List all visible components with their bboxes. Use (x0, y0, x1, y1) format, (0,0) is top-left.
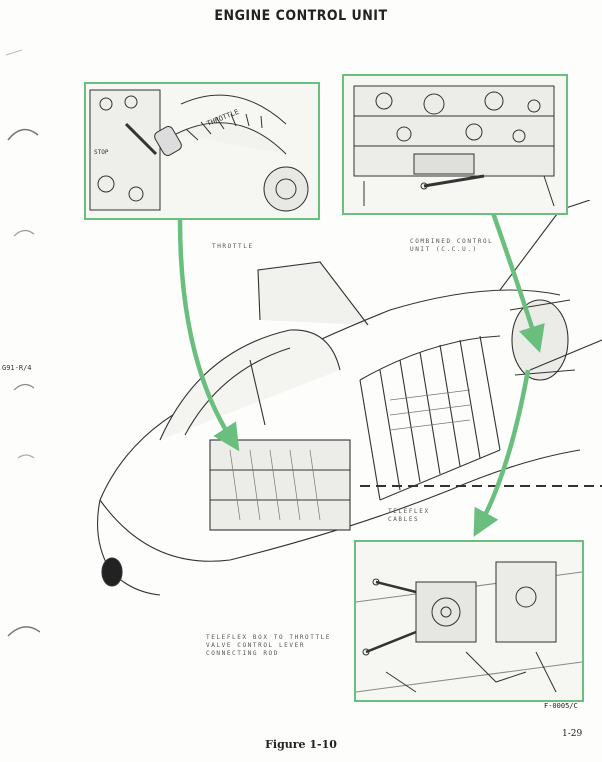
throttle-callout: THROTTLE (212, 243, 254, 250)
ccu-arrow (489, 209, 545, 353)
aircraft-cutaway-illustration (97, 200, 602, 596)
air-intake (101, 557, 123, 587)
binder-hole-2 (13, 229, 35, 237)
side-code: G91-R/4 (2, 364, 32, 372)
connecting-rod-callout-line-1: TELEFLEX BOX TO THROTTLE (206, 634, 332, 641)
teleflex-callout-line-2: CABLES (388, 516, 420, 523)
canopy (159, 329, 341, 441)
binder-hole-3 (13, 383, 35, 391)
teleflex-housing (415, 581, 477, 643)
ccu-callout: COMBINED CONTROL UNIT (C.C.U.) (410, 238, 493, 254)
inset-teleflex-box (354, 540, 584, 702)
connecting-rod-callout-line-3: CONNECTING ROD (206, 650, 279, 657)
connecting-rod-callout: TELEFLEX BOX TO THROTTLE VALVE CONTROL L… (206, 634, 331, 658)
throttle-quadrant (175, 122, 287, 155)
switch-panel (89, 89, 161, 211)
teleflex-callout-line-1: TELEFLEX (388, 508, 430, 515)
seat-outline (249, 359, 266, 426)
binder-hole-4 (17, 454, 35, 459)
bay-lines (210, 469, 350, 501)
ccu-callout-line-1: COMBINED CONTROL (410, 238, 494, 245)
ccu-callout-line-2: UNIT (C.C.U.) (410, 246, 478, 253)
binder-hole-5 (7, 626, 40, 637)
stop-knob-text: STOP (94, 149, 109, 156)
canopy-frame (184, 347, 291, 436)
binder-hole-1 (7, 128, 39, 141)
teleflex-callout: TELEFLEX CABLES (388, 508, 430, 524)
connecting-rod-callout-line-2: VALVE CONTROL LEVER (206, 642, 306, 649)
page-number: 1-29 (562, 729, 583, 739)
page-title: ENGINE CONTROL UNIT (214, 8, 388, 24)
inset-throttle: THROTTLE STOP (84, 82, 320, 220)
inset-ccu (342, 74, 568, 215)
trim-wheel (263, 166, 309, 212)
throttle-arrow (177, 219, 240, 452)
control-rod (423, 174, 485, 188)
cockpit-bay (209, 439, 351, 531)
teleflex-arrow (473, 369, 531, 537)
valve-housing (495, 561, 557, 643)
throttle-lever (154, 126, 182, 156)
horizontal-stabilizer (529, 339, 602, 371)
figure-code: F-0005/C (544, 702, 578, 710)
binder-margin (5, 49, 40, 637)
vertical-tail (257, 261, 369, 326)
figure-caption: Figure 1-10 (265, 738, 337, 751)
connecting-rod (365, 580, 417, 654)
margin-mark (5, 49, 23, 56)
